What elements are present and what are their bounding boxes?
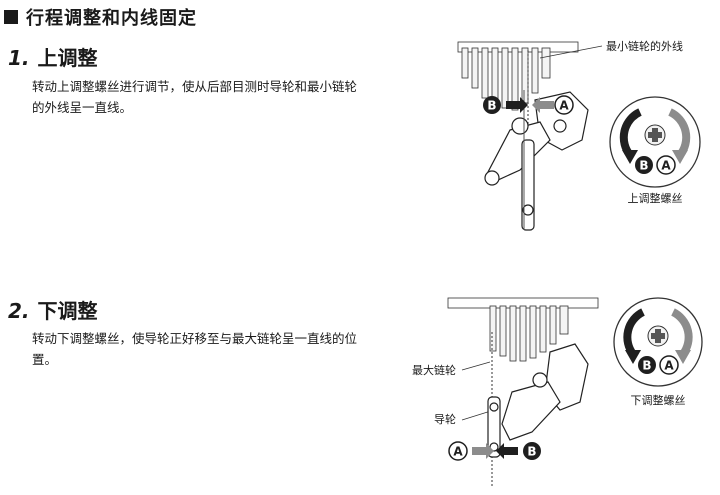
step-1-number: 1. xyxy=(8,46,30,70)
derailleur-body xyxy=(484,91,589,231)
title-square-icon xyxy=(4,10,18,24)
svg-text:B: B xyxy=(487,99,496,113)
figure-low-adjust: A B 最大链轮 导轮 B A 下调整螺丝 xyxy=(412,297,703,487)
marker-a-icon: A xyxy=(554,95,574,115)
page-title-text: 行程调整和内线固定 xyxy=(26,8,197,29)
step-2-number: 2. xyxy=(8,299,30,323)
svg-text:A: A xyxy=(559,99,569,113)
arrow-a-right-2 xyxy=(472,443,494,459)
arrow-b-left-2 xyxy=(496,443,518,459)
svg-text:A: A xyxy=(661,159,671,173)
callout-pulley: 导轮 xyxy=(434,412,456,426)
step-2-heading: 2. 下调整 xyxy=(8,295,98,324)
callout-smallest-cog: 最小链轮的外线 xyxy=(606,39,683,53)
dial-marker-b-icon: B xyxy=(635,156,653,174)
dial-marker-a-icon: A xyxy=(656,155,676,175)
callout-line xyxy=(539,45,603,59)
adjust-dial-2: B A xyxy=(613,297,703,387)
marker-b-icon-2: B xyxy=(523,442,541,460)
step-2-text: 转动下调整螺丝，使导轮正好移至与最大链轮呈一直线的位置。 xyxy=(32,331,358,367)
svg-text:B: B xyxy=(639,159,648,173)
arrow-a-left xyxy=(532,97,554,113)
figure-top-adjust: B A 最小链轮的外线 B A 上调整螺丝 xyxy=(457,39,701,231)
marker-a-icon-2: A xyxy=(448,441,468,461)
dial-label-top: 上调整螺丝 xyxy=(628,191,683,205)
cassette-cogs-2 xyxy=(447,297,599,362)
svg-text:A: A xyxy=(664,359,674,373)
callout-cog-line xyxy=(461,361,491,371)
derailleur-body-2 xyxy=(487,343,589,458)
arrow-b-right xyxy=(506,97,528,113)
page-title: 行程调整和内线固定 xyxy=(4,4,197,30)
marker-b-icon: B xyxy=(483,96,501,114)
step-2-title: 下调整 xyxy=(37,299,98,323)
svg-text:B: B xyxy=(642,359,651,373)
callout-largest-cog: 最大链轮 xyxy=(412,363,456,377)
dial-label-low: 下调整螺丝 xyxy=(631,393,686,407)
step-1-text: 转动上调整螺丝进行调节，使从后部目测时导轮和最小链轮的外线呈一直线。 xyxy=(32,79,358,115)
svg-text:B: B xyxy=(527,445,536,459)
adjust-dial: B A xyxy=(609,96,701,188)
svg-text:A: A xyxy=(453,445,463,459)
step-1-title: 上调整 xyxy=(37,46,98,70)
dial-marker-a-icon-2: A xyxy=(659,355,679,375)
step-1-heading: 1. 上调整 xyxy=(8,42,98,71)
dial-marker-b-icon-2: B xyxy=(638,356,656,374)
